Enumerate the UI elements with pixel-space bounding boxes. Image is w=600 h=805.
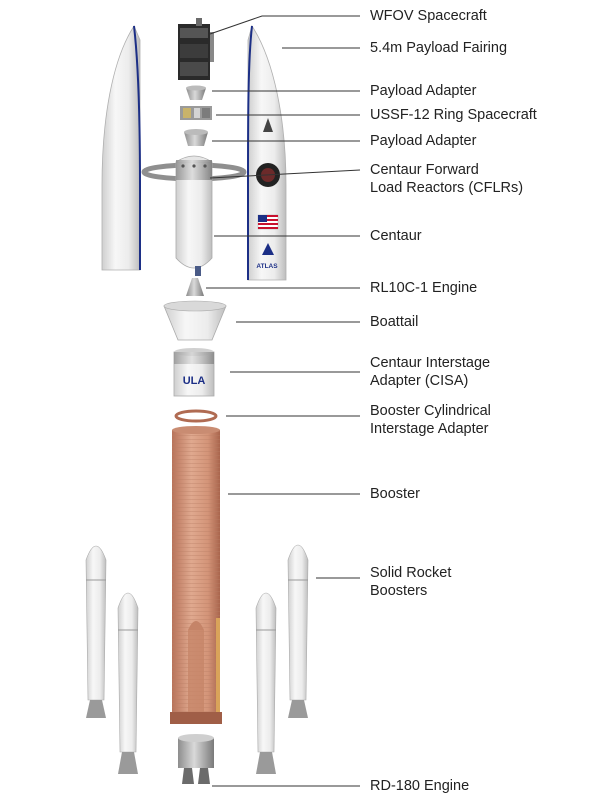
ussf-12-ring-spacecraft: [180, 106, 212, 120]
label-payload-adapter-top: Payload Adapter: [370, 83, 477, 99]
centaur-stage: [175, 155, 213, 276]
label-cisa-line2: Adapter (CISA): [370, 373, 469, 389]
label-wfov-spacecraft: WFOV Spacecraft: [370, 8, 487, 24]
solid-rocket-booster-3: [255, 592, 277, 774]
atlas-wordmark: ATLAS: [256, 263, 278, 270]
label-centaur: Centaur: [370, 228, 422, 244]
leader-wfov: [209, 15, 360, 35]
leader-lines: [206, 15, 361, 787]
label-bcia-line2: Interstage Adapter: [370, 421, 489, 437]
label-rl10c-1-engine: RL10C-1 Engine: [370, 280, 478, 296]
rd-180-engine: [178, 734, 214, 784]
label-payload-adapter-bottom: Payload Adapter: [370, 133, 477, 149]
payload-fairing-left: [101, 25, 141, 271]
solid-rocket-booster-2: [117, 592, 139, 774]
solid-rocket-booster-4: [287, 544, 309, 718]
label-cflr: Centaur Forward Load Reactors (CFLRs): [370, 161, 523, 197]
payload-fairing-right: ATLAS: [247, 25, 287, 281]
us-flag-icon: [257, 214, 279, 230]
booster-cylindrical-interstage-adapter: [174, 409, 218, 423]
label-rd-180-engine: RD-180 Engine: [370, 778, 470, 794]
fairing-emblem-icon: [263, 118, 273, 132]
label-payload-fairing: 5.4m Payload Fairing: [370, 40, 508, 56]
label-bcia-line1: Booster Cylindrical: [370, 403, 491, 419]
wfov-spacecraft: [178, 18, 214, 80]
label-boattail: Boattail: [370, 314, 419, 330]
centaur-interstage-adapter: ULA: [173, 348, 215, 397]
label-cflr-line1: Centaur Forward: [370, 162, 479, 178]
label-srb-line2: Boosters: [370, 583, 428, 599]
leader-cflr: [209, 169, 361, 179]
label-cisa-line1: Centaur Interstage: [370, 355, 491, 371]
solid-rocket-booster-1: [85, 545, 107, 718]
atlas-logo-icon: [262, 243, 274, 255]
payload-adapter-bottom: [184, 129, 208, 146]
label-srb: Solid Rocket Boosters: [370, 564, 451, 600]
label-srb-line1: Solid Rocket: [370, 565, 452, 581]
label-cisa: Centaur Interstage Adapter (CISA): [370, 354, 490, 390]
booster-feedline: [216, 618, 220, 714]
label-bcia: Booster Cylindrical Interstage Adapter: [370, 402, 491, 438]
atlas-booster: [170, 426, 222, 724]
ula-logo: ULA: [183, 375, 206, 387]
boattail: [163, 300, 227, 341]
label-booster: Booster: [370, 486, 420, 502]
payload-adapter-top: [186, 85, 206, 100]
label-cflr-line2: Load Reactors (CFLRs): [370, 180, 524, 196]
rl10c-1-engine: [186, 278, 204, 296]
label-ussf-12-ring-spacecraft: USSF-12 Ring Spacecraft: [370, 107, 537, 123]
